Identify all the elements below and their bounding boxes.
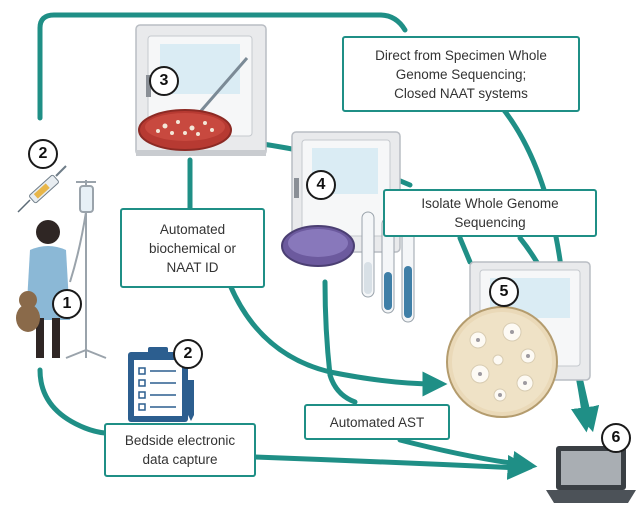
arrow-bedside-to-laptop [252, 454, 533, 480]
arrow-id-to-ast-box [322, 279, 358, 405]
isolate-wgs-line-2: Sequencing [454, 215, 526, 230]
step-badge-susceptibility-testing: 5 [489, 277, 519, 307]
iv-drip-stand-icon [65, 180, 107, 359]
step-badge-bedside-capture: 2 [173, 339, 203, 369]
automated-ast-line-1: Automated AST [329, 414, 425, 430]
isolate-wgs-label-box: Isolate Whole Genome Sequencing [383, 189, 597, 237]
direct-wgs-line-2: Genome Sequencing; [395, 66, 527, 82]
syringe-icon [17, 165, 67, 213]
step-badge-laptop-report: 6 [601, 423, 631, 453]
automated-id-label-box: Automated biochemical or NAAT ID [120, 208, 265, 288]
bedside-capture-label-box: Bedside electronic data capture [104, 423, 256, 477]
step-badge-specimen-collection: 2 [28, 139, 58, 169]
direct-wgs-label-box: Direct from Specimen Whole Genome Sequen… [342, 36, 580, 112]
step-badge-identification: 4 [306, 170, 336, 200]
step-badge-culture-plating: 3 [149, 66, 179, 96]
bedside-line-1: Bedside electronic [124, 433, 236, 448]
isolate-wgs-line-1: Isolate Whole Genome [421, 196, 559, 211]
arrow-specimen-to-lab [37, 12, 408, 121]
direct-wgs-line-1: Direct from Specimen Whole [375, 47, 547, 63]
arrow-isolate-wgs-to-ast [457, 235, 473, 265]
bedside-line-2: data capture [142, 452, 218, 467]
test-tube-icon [361, 211, 415, 323]
clipboard-checklist-icon [128, 347, 194, 422]
direct-wgs-line-3: Closed NAAT systems [394, 85, 528, 101]
ast-disc-plate-icon [446, 306, 558, 418]
automated-ast-label-box: Automated AST [304, 404, 450, 440]
automated-id-line-3: NAAT ID [166, 259, 219, 275]
automated-id-line-2: biochemical or [148, 240, 237, 256]
step-badge-patient: 1 [52, 289, 82, 319]
laptop-icon [546, 446, 636, 503]
automated-id-line-1: Automated [159, 221, 226, 237]
arrow-bedside-from-patient [37, 367, 108, 436]
petri-dish-icon [281, 225, 355, 267]
petri-dish-icon [138, 57, 249, 151]
